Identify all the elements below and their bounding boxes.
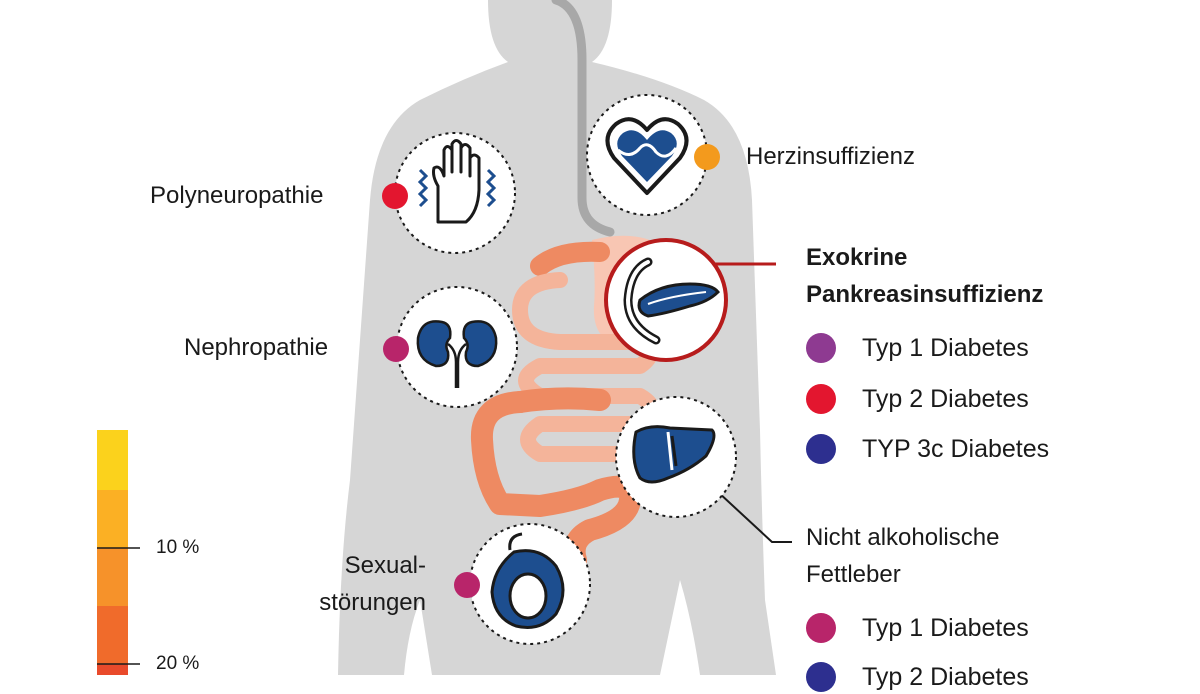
scale-step-3 <box>97 548 128 606</box>
nephro-label: Nephropathie <box>184 334 329 361</box>
poly-badge <box>382 132 516 254</box>
kidneys-icon <box>416 320 498 388</box>
typ3c-dot <box>806 434 836 464</box>
hand-icon <box>417 139 497 224</box>
liver-icon <box>632 425 716 502</box>
scale-label-10: 10 % <box>156 537 200 558</box>
small-intestine <box>512 272 660 462</box>
scale-step-5 <box>97 664 128 675</box>
pankreas-title-line2: Pankreasinsuffizienz <box>806 281 1044 308</box>
prevalence-scale <box>97 430 140 675</box>
herz-dot <box>694 144 720 170</box>
body-diagram <box>97 0 792 675</box>
legend-pankreas-typ3c: TYP 3c Diabetes <box>806 432 1049 466</box>
legend-label: TYP 3c Diabetes <box>862 434 1050 463</box>
duodenum <box>530 241 610 276</box>
scale-step-4 <box>97 606 128 664</box>
typ2-dot <box>806 662 836 692</box>
testis-icon <box>490 532 565 629</box>
legend-pankreas-typ2: Typ 2 Diabetes <box>806 382 1029 416</box>
nephro-badge <box>383 286 518 408</box>
esophagus <box>551 0 615 237</box>
leber-badge <box>615 396 737 518</box>
sexual-label-line2: störungen <box>319 589 426 616</box>
sexual-dot <box>454 572 480 598</box>
legend-label: Typ 1 Diabetes <box>862 613 1029 642</box>
legend-label: Typ 2 Diabetes <box>862 384 1029 413</box>
legend-label: Typ 2 Diabetes <box>862 662 1029 691</box>
legend-pankreas-typ1: Typ 1 Diabetes <box>806 331 1029 365</box>
scale-step-2 <box>97 490 128 548</box>
leber-connector <box>717 491 792 543</box>
sexual-badge <box>454 523 591 645</box>
scale-step-1 <box>97 430 128 490</box>
leber-title-line1: Nicht alkoholische <box>806 524 1000 551</box>
legend-label: Typ 1 Diabetes <box>862 333 1029 362</box>
sexual-label-line1: Sexual- <box>344 552 426 579</box>
leber-title-line2: Fettleber <box>806 561 901 588</box>
herz-badge <box>586 94 720 216</box>
typ2-dot <box>806 384 836 414</box>
pancreas-icon <box>623 257 720 345</box>
poly-label: Polyneuropathie <box>150 182 324 209</box>
nephro-dot <box>383 336 409 362</box>
herz-label: Herzinsuffizienz <box>746 143 915 170</box>
pankreas-title-line1: Exokrine <box>806 244 908 271</box>
colon <box>470 391 642 571</box>
poly-dot <box>382 183 408 209</box>
typ1-dot <box>806 333 836 363</box>
scale-label-20: 20 % <box>156 653 200 674</box>
legend-leber-typ1: Typ 1 Diabetes <box>806 611 1029 645</box>
heart-icon <box>605 117 689 195</box>
typ1-dot <box>806 613 836 643</box>
pankreas-badge <box>604 238 728 362</box>
legend-leber-typ2: Typ 2 Diabetes <box>806 660 1029 694</box>
colon-upper <box>509 387 611 413</box>
